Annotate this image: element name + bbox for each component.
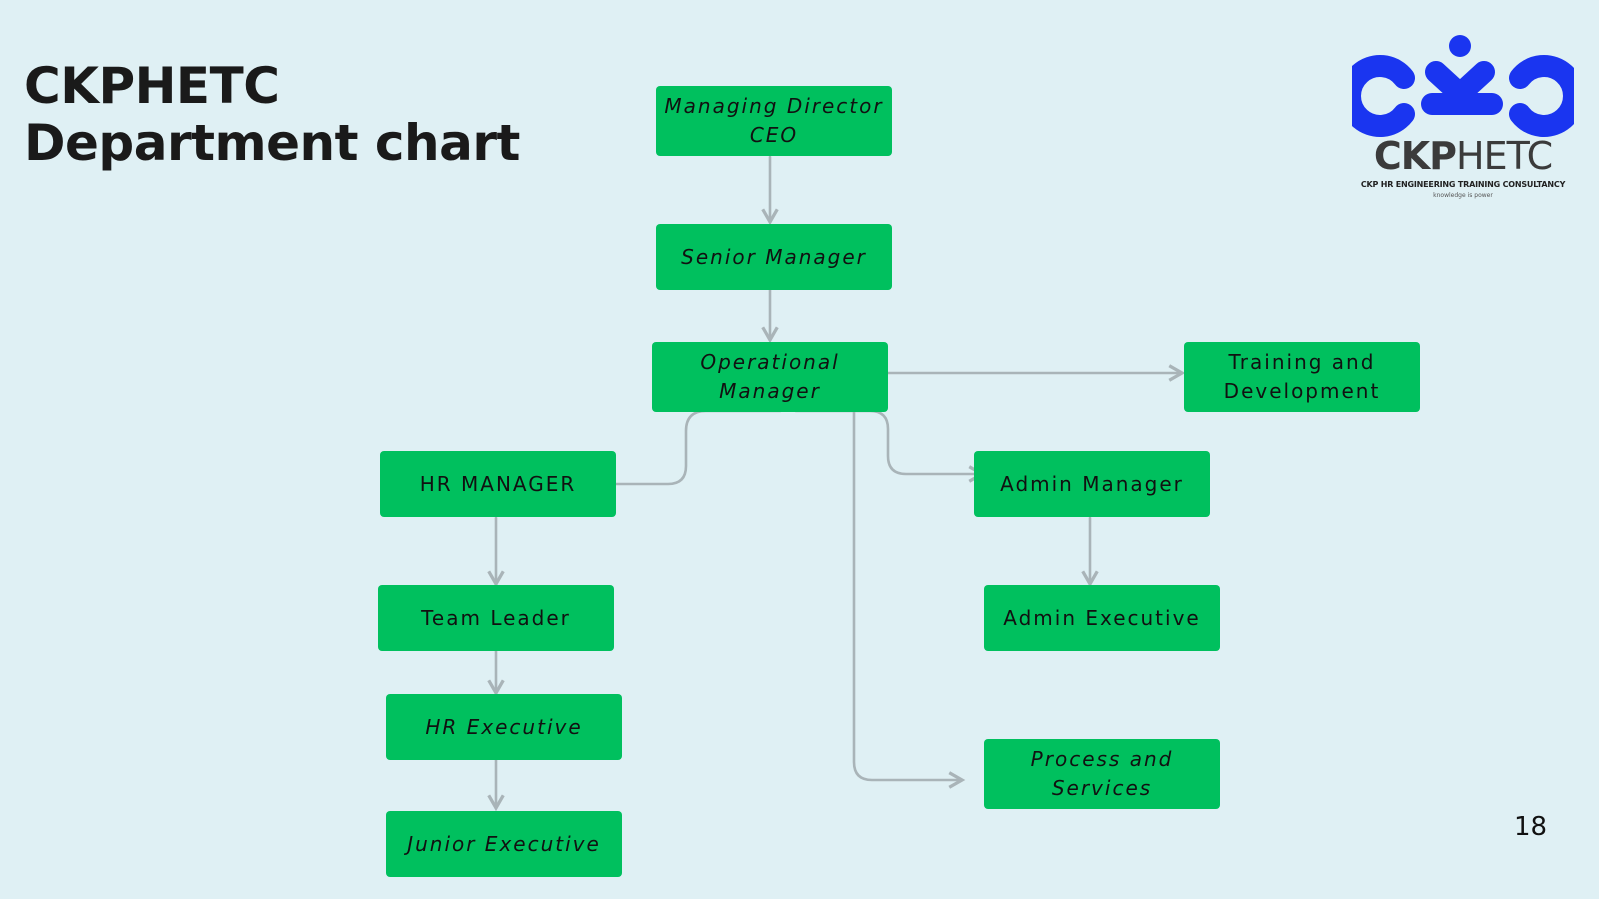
title-line-1: CKPHETC: [24, 57, 280, 115]
node-hr-executive: HR Executive: [386, 694, 622, 760]
node-operational-manager: Operational Manager: [652, 342, 888, 412]
node-admin-executive: Admin Executive: [984, 585, 1220, 651]
logo-word-light: HETC: [1456, 134, 1553, 178]
node-junior-executive: Junior Executive: [386, 811, 622, 877]
node-team-leader: Team Leader: [378, 585, 614, 651]
logo-wordmark: CKPHETC: [1352, 134, 1574, 178]
node-training-development: Training and Development: [1184, 342, 1420, 412]
connector-operational-to-process: [852, 409, 966, 789]
logo-word-bold: CKP: [1373, 134, 1457, 178]
node-senior-manager: Senior Manager: [656, 224, 892, 290]
node-hr-manager: HR MANAGER: [380, 451, 616, 517]
node-admin-manager: Admin Manager: [974, 451, 1210, 517]
connector-operational-to-hr: [588, 409, 782, 493]
node-process-services: Process and Services: [984, 739, 1220, 809]
node-managing-director-ceo: Managing Director CEO: [656, 86, 892, 156]
page-title: CKPHETC Department chart: [24, 58, 520, 172]
company-logo: CKPHETC CKP HR ENGINEERING TRAINING CONS…: [1339, 32, 1585, 212]
page-number: 18: [1514, 812, 1548, 842]
logo-mark-icon: [1339, 35, 1585, 137]
logo-subtitle: CKP HR ENGINEERING TRAINING CONSULTANCY: [1360, 180, 1566, 189]
connector-operational-to-admin: [794, 409, 986, 483]
title-line-2: Department chart: [24, 114, 520, 172]
logo-tagline: knowledge is power: [1433, 192, 1493, 199]
